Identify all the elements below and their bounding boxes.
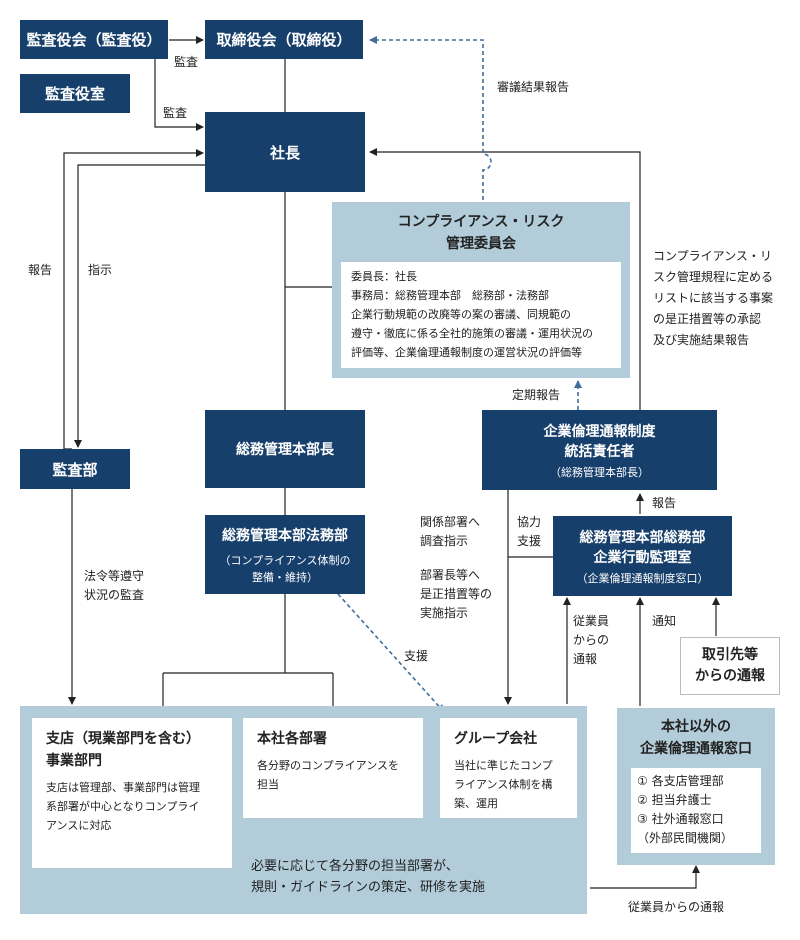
external-hotline-item-4: （外部民間機関） — [637, 831, 734, 845]
branch-title-1: 支店（現業部門を含む） — [46, 731, 200, 747]
employee-report-note: 従業員 からの 通報 — [573, 612, 609, 669]
committee-details: 委員長：社長 事務局：総務管理本部 総務部・法務部 企業行動規範の改廃等の案の審… — [341, 262, 621, 368]
audit-dept-box: 監査部 — [20, 449, 130, 489]
bottom-note-line2: 規則・ガイドラインの策定、研修を実施 — [251, 880, 486, 895]
partner-report-line1: 取引先等 — [702, 647, 758, 663]
support-label: 支援 — [404, 649, 429, 663]
external-hotline-title-2: 企業倫理通報窓口 — [640, 741, 752, 757]
external-hotline-title-1: 本社以外の — [661, 719, 731, 735]
audit-label-2: 監査 — [163, 106, 188, 120]
ethics-hotline-officer-line3: （総務管理本部長） — [550, 465, 649, 479]
instruction-label: 指示 — [88, 263, 113, 277]
external-hotline-list: ① 各支店管理部 ② 担当弁護士 ③ 社外通報窓口 （外部民間機関） — [631, 768, 761, 853]
employee-report-line3: 通報 — [573, 652, 598, 666]
right-note-1: コンプライアンス・リ — [653, 249, 772, 263]
branch-title-2: 事業部門 — [46, 753, 102, 769]
corrective-instruction-line2: 是正措置等の — [420, 587, 493, 601]
president-box: 社長 — [205, 112, 365, 192]
right-note-4: の是正措置等の承認 — [653, 312, 762, 326]
hq-departments-card: 本社各部署 各分野のコンプライアンスを 担当 — [243, 718, 423, 818]
general-affairs-head-label: 総務管理本部長 — [236, 442, 334, 458]
audit-dept-label: 監査部 — [52, 460, 98, 479]
cooperation-note: 協力 支援 — [517, 513, 541, 551]
corporate-conduct-office-line2: 企業行動監理室 — [593, 549, 692, 566]
investigation-instruction-note: 関係部署へ 調査指示 — [420, 513, 480, 551]
group-companies-desc-1: 当社に準じたコンプ — [454, 759, 553, 772]
compliance-audit-line1: 法令等遵守 — [84, 569, 145, 583]
compliance-audit-line2: 状況の監査 — [84, 588, 145, 602]
bottom-note: 必要に応じて各分野の担当部署が、 規則・ガイドラインの策定、研修を実施 — [251, 856, 485, 898]
periodic-report-label: 定期報告 — [512, 388, 561, 402]
president-label: 社長 — [269, 143, 300, 162]
branch-desc-2: 系部署が中心となりコンプライ — [46, 800, 200, 813]
legal-dept-sub-2: 整備・維持） — [252, 570, 318, 584]
group-companies-card: グループ会社 当社に準じたコンプ ライアンス体制を構 築、運用 — [440, 718, 577, 818]
legal-dept-label: 総務管理本部法務部 — [222, 527, 348, 544]
ethics-hotline-officer-box: 企業倫理通報制度 統括責任者 （総務管理本部長） — [482, 410, 717, 490]
committee-secretariat: 事務局：総務管理本部 総務部・法務部 — [351, 289, 549, 302]
audit-board-box: 監査役会（監査役） — [20, 20, 168, 59]
audit-office-box: 監査役室 — [20, 74, 130, 113]
cooperation-line2: 支援 — [517, 534, 542, 548]
corrective-instruction-note: 部署長等へ 是正措置等の 実施指示 — [420, 566, 492, 623]
investigation-instruction-line1: 関係部署へ — [420, 515, 481, 529]
committee-title-line1: コンプライアンス・リスク — [397, 214, 565, 230]
corrective-instruction-line3: 実施指示 — [420, 606, 469, 620]
external-hotline-panel: 本社以外の 企業倫理通報窓口 ① 各支店管理部 ② 担当弁護士 ③ 社外通報窓口… — [617, 708, 775, 865]
right-note-5: 及び実施結果報告 — [653, 333, 750, 347]
branch-desc-1: 支店は管理部、事業部門は管理 — [46, 781, 200, 794]
ethics-hotline-officer-line1: 企業倫理通報制度 — [543, 423, 656, 440]
legal-dept-sub-1: （コンプライアンス体制の — [219, 553, 351, 567]
cooperation-line1: 協力 — [517, 515, 542, 529]
report-left-label: 報告 — [28, 263, 53, 277]
compliance-audit-note: 法令等遵守 状況の監査 — [84, 567, 144, 605]
corporate-conduct-office-box: 総務管理本部総務部 企業行動監理室 （企業倫理通報制度窓口） — [553, 516, 732, 596]
compliance-committee-box: コンプライアンス・リスク 管理委員会 委員長：社長 事務局：総務管理本部 総務部… — [332, 202, 630, 378]
employee-report-line1: 従業員 — [573, 614, 610, 628]
group-companies-desc-3: 築、運用 — [454, 797, 498, 810]
group-companies-desc-2: ライアンス体制を構 — [454, 778, 553, 791]
external-hotline-item-2: ② 担当弁護士 — [637, 793, 712, 807]
audit-label-1: 監査 — [174, 55, 199, 69]
hq-departments-desc-2: 担当 — [257, 778, 279, 791]
hq-departments-title: 本社各部署 — [257, 731, 327, 747]
ethics-hotline-officer-line2: 統括責任者 — [564, 443, 635, 460]
right-note-2: スク管理規程に定める — [653, 270, 774, 284]
right-note: コンプライアンス・リ スク管理規程に定める リストに該当する事案 の是正措置等の… — [653, 246, 773, 351]
bottom-note-line1: 必要に応じて各分野の担当部署が、 — [251, 859, 459, 874]
board-of-directors-label: 取締役会（取締役） — [216, 31, 352, 49]
employee-report-bottom-label: 従業員からの通報 — [628, 900, 725, 914]
report-mid-label: 報告 — [652, 496, 677, 510]
right-note-3: リストに該当する事案 — [653, 291, 774, 305]
external-hotline-item-1: ① 各支店管理部 — [637, 774, 724, 788]
committee-title-line2: 管理委員会 — [446, 236, 516, 252]
general-affairs-head-box: 総務管理本部長 — [205, 410, 365, 488]
committee-duty-1: 企業行動規範の改廃等の案の審議、同規範の — [351, 308, 571, 321]
partner-report-line2: からの通報 — [695, 668, 765, 684]
partner-report-box: 取引先等 からの通報 — [680, 637, 780, 695]
notification-label: 通知 — [652, 614, 677, 628]
external-hotline-item-3: ③ 社外通報窓口 — [637, 812, 724, 826]
branch-desc-3: アンスに対応 — [46, 819, 112, 832]
employee-report-line2: からの — [573, 633, 610, 647]
corporate-conduct-office-line3: （企業倫理通報制度窓口） — [576, 571, 709, 585]
legal-dept-box: 総務管理本部法務部 （コンプライアンス体制の 整備・維持） — [205, 515, 365, 594]
deliberation-report-label: 審議結果報告 — [497, 80, 570, 94]
committee-duty-3: 評価等、企業倫理通報制度の運営状況の評価等 — [351, 346, 582, 359]
hq-departments-desc-1: 各分野のコンプライアンスを — [257, 759, 400, 772]
branch-card: 支店（現業部門を含む） 事業部門 支店は管理部、事業部門は管理 系部署が中心とな… — [32, 718, 232, 868]
investigation-instruction-line2: 調査指示 — [420, 534, 469, 548]
committee-duty-2: 遵守・徹底に係る全社的施策の審議・運用状況の — [351, 327, 593, 340]
committee-chair: 委員長：社長 — [351, 270, 417, 283]
audit-office-label: 監査役室 — [44, 85, 105, 103]
audit-board-label: 監査役会（監査役） — [26, 31, 162, 49]
group-companies-title: グループ会社 — [454, 731, 538, 747]
corrective-instruction-line1: 部署長等へ — [420, 568, 481, 582]
corporate-conduct-office-line1: 総務管理本部総務部 — [579, 529, 706, 546]
board-of-directors-box: 取締役会（取締役） — [205, 20, 363, 59]
